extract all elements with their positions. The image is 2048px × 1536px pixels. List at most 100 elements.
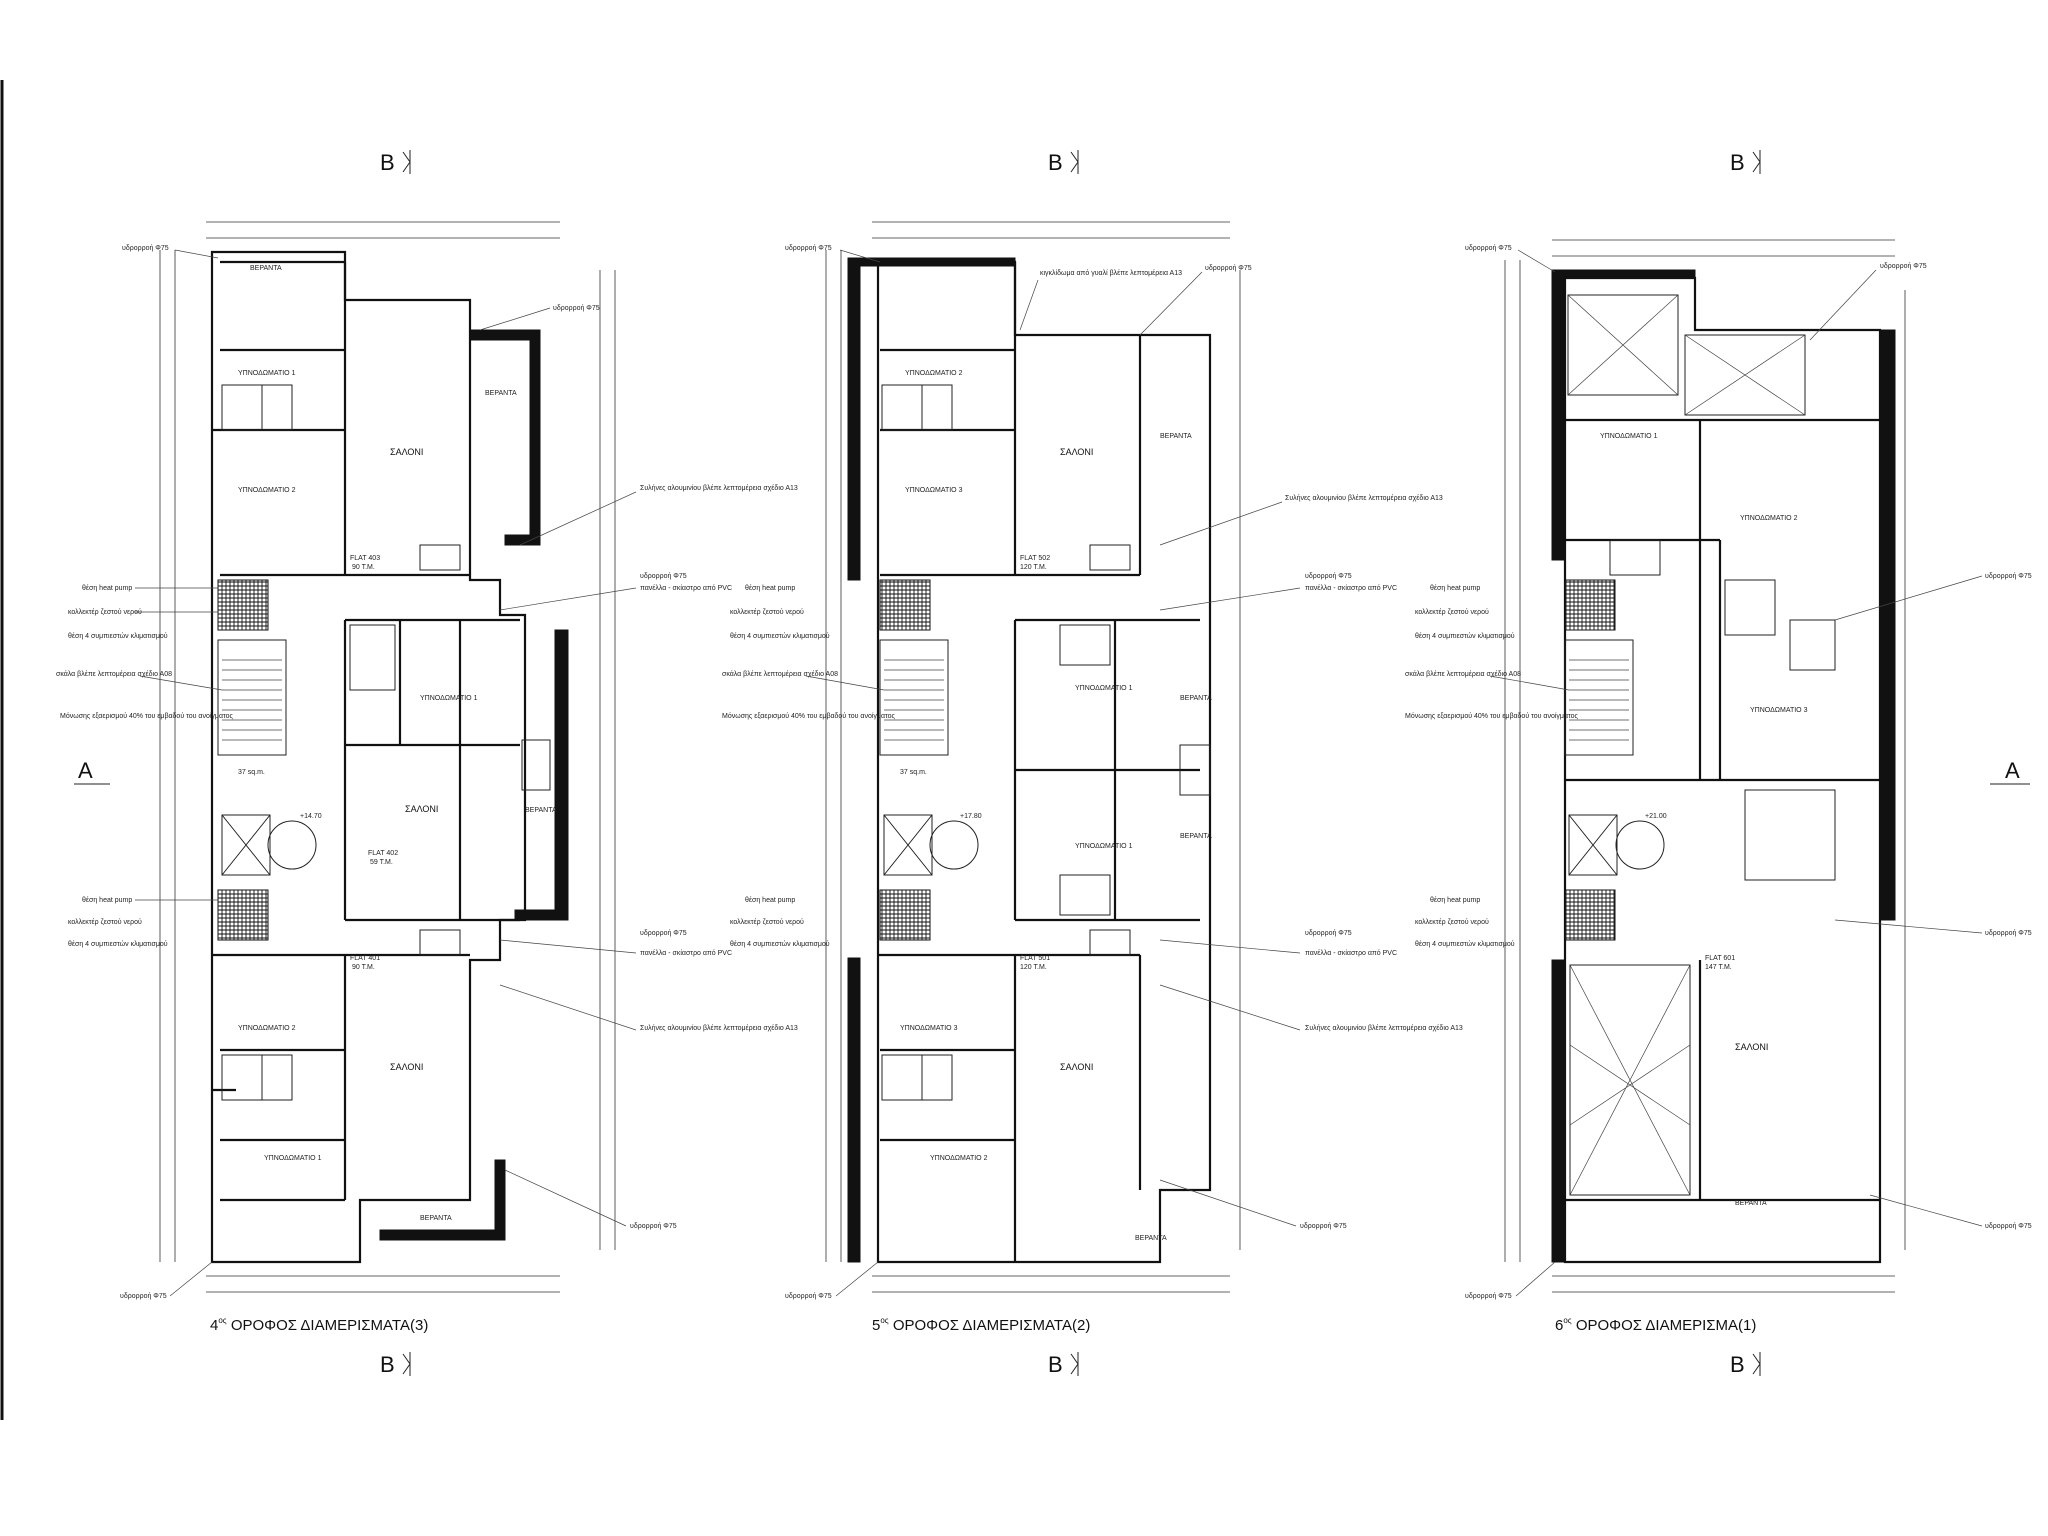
top-veranda-wall: [469, 329, 541, 546]
section-mark-b-bottom: B: [380, 1352, 395, 1377]
label-flat-601-area: 147 T.M.: [1705, 964, 1732, 971]
note-drain-top-3: υδρορροή Φ75: [1465, 245, 1512, 252]
section-arrow-b-top-2: [1070, 150, 1079, 174]
note-heat-pump-bot-2: θέση heat pump: [745, 896, 795, 904]
mid-bath-b-2: [1059, 874, 1111, 916]
note-stair: σκάλα βλέπε λεπτομέρεια σχέδιο Α08: [56, 670, 172, 678]
flat-501-walls: [878, 953, 1142, 1262]
note-glass-2: κιγκλίδωμα από γυαλί βλέπε λεπτομέρεια Α…: [1040, 269, 1182, 277]
note-panel-bot: πανέλλα - σκίαστρο από PVC: [640, 949, 732, 957]
flat-403-walls: [212, 260, 470, 577]
leader-drain-bot-r-2: [1159, 1179, 1297, 1227]
label-bed1-mid: ΥΠΝΟΔΩΜΑΤΙΟ 1: [420, 695, 478, 702]
label-core-area: 37 sq.m.: [238, 769, 265, 776]
leader-drain-bot-r: [504, 1169, 627, 1227]
note-drain-bot-l-3: υδρορροή Φ75: [1465, 1293, 1512, 1300]
skylight-a-x: [1567, 294, 1679, 396]
note-drain-mid: υδρορροή Φ75: [640, 573, 687, 580]
top-bathroom-b: [261, 384, 293, 431]
label-bed1-mid-b-2: ΥΠΝΟΔΩΜΑΤΙΟ 1: [1075, 843, 1133, 850]
label-veranda-top: ΒΕΡΑΝΤΑ: [250, 265, 282, 272]
flat-402-walls: [343, 618, 520, 922]
plan-title-5th: 5ος ΟΡΟΦΟΣ ΔΙΑΜΕΡΙΣΜΑΤΑ(2): [872, 1316, 1090, 1334]
leader-drain-top-2: [839, 249, 881, 263]
leader-drain-r2-3: [1834, 919, 1983, 934]
lift-2: [883, 814, 933, 876]
top-bathroom-a: [221, 384, 263, 431]
leader-drain-bot-r-3: [1869, 1194, 1983, 1227]
label-bed3-top-2: ΥΠΝΟΔΩΜΑΤΙΟ 3: [905, 487, 963, 494]
label-bed1-3: ΥΠΝΟΔΩΜΑΤΙΟ 1: [1600, 433, 1658, 440]
label-bed1-mid-a-2: ΥΠΝΟΔΩΜΑΤΙΟ 1: [1075, 685, 1133, 692]
leader-glass-2: [1019, 279, 1039, 331]
note-solar-bot-2: κολλεκτέρ ζεστού νερού: [730, 918, 804, 926]
leader-stair: [139, 675, 223, 691]
label-living-bot: ΣΑΛΟΝΙ: [390, 1062, 423, 1072]
lift-3: [1568, 814, 1618, 876]
label-flat-502-area: 120 T.M.: [1020, 564, 1047, 571]
plan-title-6th: 6ος ΟΡΟΦΟΣ ΔΙΑΜΕΡΙΣΜΑ(1): [1555, 1316, 1756, 1334]
leader-drain-bot-l: [169, 1261, 213, 1297]
note-drain-top: υδρορροή Φ75: [122, 245, 169, 252]
note-panel-top: πανέλλα - σκίαστρο από PVC: [640, 584, 732, 592]
note-drain-mid-bot: υδρορροή Φ75: [640, 930, 687, 937]
leader-panel-top-2: [1159, 587, 1301, 611]
label-flat-501-area: 120 T.M.: [1020, 964, 1047, 971]
label-veranda-mid-a-2: ΒΕΡΑΝΤΑ: [1180, 695, 1212, 702]
label-level: +14.70: [300, 813, 322, 820]
label-living-3: ΣΑΛΟΝΙ: [1735, 1042, 1768, 1052]
note-ac-top: θέση 4 συμπιεστών κλιματισμού: [68, 632, 168, 640]
stair-top-2: [879, 639, 949, 756]
label-bed2-bot: ΥΠΝΟΔΩΜΑΤΙΟ 2: [238, 1025, 296, 1032]
label-flat-601: FLAT 601: [1705, 955, 1735, 962]
note-heat-pump-top-3: θέση heat pump: [1430, 584, 1480, 592]
skylight-b-x: [1684, 334, 1806, 416]
lift-cross-3: [1568, 814, 1618, 876]
section-mark-b-top: B: [380, 150, 395, 175]
note-heat-pump-bot-3: θέση heat pump: [1430, 896, 1480, 904]
bot-bathroom-a-2: [881, 1054, 923, 1101]
leader-drain-top-right-3: [1809, 269, 1877, 341]
leader-frames-bot-2: [1159, 984, 1301, 1031]
bot-kitchen: [419, 929, 461, 956]
note-drain-top-right-2: υδρορροή Φ75: [1205, 265, 1252, 272]
note-solar-bot: κολλεκτέρ ζεστού νερού: [68, 918, 142, 926]
note-drain-bot-r-2: υδρορροή Φ75: [1300, 1223, 1347, 1230]
note-drain-top-right: υδρορροή Φ75: [553, 305, 600, 312]
door-swing-core-3: [1615, 820, 1665, 870]
top-bathroom-b-2: [921, 384, 953, 431]
label-veranda-bot-2: ΒΕΡΑΝΤΑ: [1135, 1235, 1167, 1242]
bath-b-3: [1724, 579, 1776, 636]
label-veranda-mid: ΒΕΡΑΝΤΑ: [525, 807, 557, 814]
door-swing-core-2: [929, 820, 979, 870]
label-veranda-right: ΒΕΡΑΝΤΑ: [485, 390, 517, 397]
note-solar-top-3: κολλεκτέρ ζεστού νερού: [1415, 608, 1489, 616]
section-arrow-b-bottom-2: [1070, 1352, 1079, 1376]
label-flat-403: FLAT 403: [350, 555, 380, 562]
outer-wall-3: [1563, 276, 1882, 1264]
leader-drain-bot-l-2: [835, 1261, 879, 1297]
label-flat-401: FLAT 401: [350, 955, 380, 962]
flat-601-walls: [1565, 418, 1880, 1202]
outer-heavy-left-b-2: [847, 957, 861, 1263]
bath-a-3: [1609, 539, 1661, 576]
note-ac-bot: θέση 4 συμπιεστών κλιματισμού: [68, 940, 168, 948]
label-bed2-top: ΥΠΝΟΔΩΜΑΤΙΟ 2: [238, 487, 296, 494]
note-frames-top: Συλήνες αλουμινίου βλέπε λεπτομέρεια σχέ…: [640, 484, 798, 492]
mid-bath-a-2: [1059, 624, 1111, 666]
note-drain-bot-r: υδρορροή Φ75: [630, 1223, 677, 1230]
note-stair-2: σκάλα βλέπε λεπτομέρεια σχέδιο Α08: [722, 670, 838, 678]
top-kitchen: [419, 544, 461, 571]
mid-veranda-box-2: [1179, 744, 1211, 796]
label-bed1-bot: ΥΠΝΟΔΩΜΑΤΙΟ 1: [264, 1155, 322, 1162]
note-panel-bot-2: πανέλλα - σκίαστρο από PVC: [1305, 949, 1397, 957]
stair-treads-3: [1569, 659, 1629, 741]
note-drain-top-right-3: υδρορροή Φ75: [1880, 263, 1927, 270]
core-shaft-bottom: [217, 889, 269, 941]
label-level-2: +17.80: [960, 813, 982, 820]
lift-cross: [221, 814, 271, 876]
label-flat-502: FLAT 502: [1020, 555, 1050, 562]
outer-heavy-right-3: [1879, 329, 1896, 921]
outer-heavy-left-3: [1551, 269, 1696, 561]
